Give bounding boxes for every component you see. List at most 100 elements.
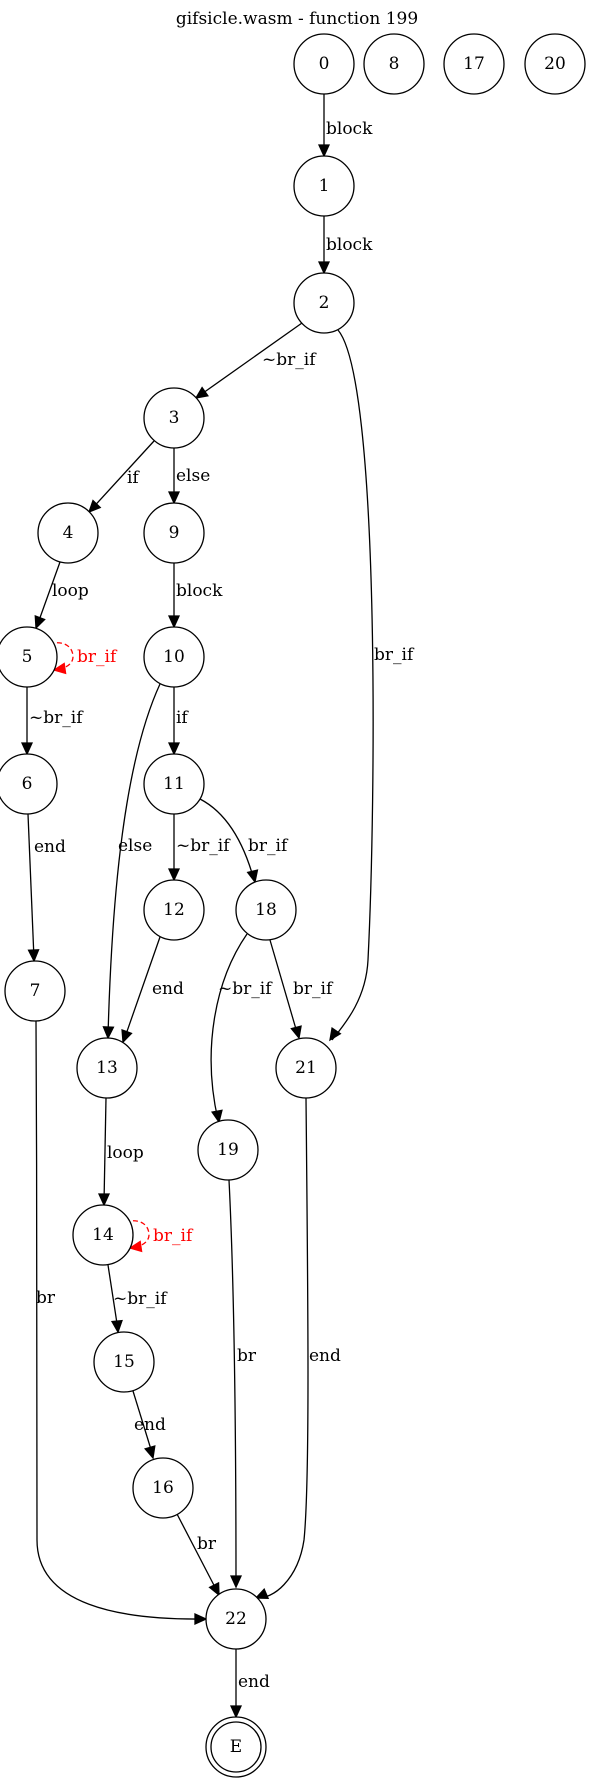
edge-12-13: end — [121, 936, 184, 1044]
node-circle — [93, 1331, 155, 1393]
node-circle — [363, 33, 425, 95]
node-label: 20 — [544, 54, 566, 74]
edge-line — [228, 1179, 237, 1586]
edge-line — [195, 322, 303, 399]
arrow-head-icon — [290, 1025, 302, 1040]
node-circle — [132, 1457, 194, 1519]
node-circle — [293, 272, 355, 334]
edge-6-7: end — [27, 813, 66, 963]
edge-label: block — [326, 119, 373, 139]
node-label: 4 — [63, 523, 74, 543]
node-10: 10 — [143, 626, 205, 688]
node-circle — [4, 960, 66, 1022]
edge-label: end — [34, 837, 66, 857]
node-label: 9 — [169, 523, 180, 543]
edge-label: if — [127, 468, 140, 488]
edge-line — [36, 561, 61, 627]
node-19: 19 — [197, 1119, 259, 1181]
edge-22-E: end — [229, 1649, 270, 1719]
arrow-head-icon — [20, 742, 34, 756]
node-circle — [143, 626, 205, 688]
arrow-head-icon — [167, 615, 181, 629]
edge-label: block — [176, 581, 223, 601]
edge-line — [107, 683, 161, 1037]
node-9: 9 — [143, 502, 205, 564]
arrow-head-icon — [211, 1109, 223, 1124]
node-circle — [143, 879, 205, 941]
edge-line — [331, 329, 374, 1041]
node-5: 5 — [0, 626, 58, 688]
arrow-head-icon — [229, 1575, 243, 1589]
edge-label: br_if — [374, 645, 415, 665]
node-22: 22 — [205, 1588, 267, 1650]
edge-label: br — [237, 1346, 257, 1366]
node-13: 13 — [76, 1037, 138, 1099]
arrow-head-icon — [97, 1193, 111, 1207]
node-label: 6 — [22, 774, 33, 794]
node-21: 21 — [275, 1037, 337, 1099]
node-1: 1 — [293, 155, 355, 217]
node-circle — [76, 1037, 138, 1099]
node-circle — [293, 33, 355, 95]
node-label: 14 — [92, 1225, 114, 1245]
graph-title: gifsicle.wasm - function 199 — [176, 9, 418, 29]
node-3: 3 — [143, 387, 205, 449]
edge-label: loop — [52, 581, 89, 601]
node-label: 1 — [319, 176, 330, 196]
node-circle — [235, 879, 297, 941]
node-15: 15 — [93, 1331, 155, 1393]
edge-line — [35, 1020, 205, 1620]
arrow-head-icon — [194, 386, 209, 399]
edge-18-19: ~br_if — [210, 933, 273, 1124]
edge-label: br_if — [153, 1226, 194, 1246]
arrow-head-icon — [87, 499, 102, 514]
edge-2-3: ~br_if — [194, 322, 317, 399]
node-2: 2 — [293, 272, 355, 334]
edge-21-22: end — [254, 1097, 341, 1600]
edge-0-1: block — [317, 94, 373, 158]
node-6: 6 — [0, 753, 58, 815]
edge-line — [257, 1097, 309, 1598]
edge-line — [103, 1097, 107, 1204]
edge-line — [210, 933, 248, 1121]
arrow-head-icon — [254, 1587, 270, 1600]
edge-label: ~br_if — [113, 1289, 168, 1309]
edge-18-21: br_if — [269, 939, 334, 1040]
edge-label: loop — [107, 1143, 144, 1163]
edge-5-5: br_if — [48, 642, 118, 675]
node-label: 12 — [163, 900, 185, 920]
edge-line — [176, 1513, 219, 1594]
node-circle — [0, 753, 58, 815]
edge-1-2: block — [317, 216, 373, 275]
edge-label: ~br_if — [218, 979, 273, 999]
edge-line — [269, 939, 299, 1037]
arrow-head-icon — [52, 662, 67, 675]
arrow-head-icon — [121, 1028, 133, 1044]
exit-node-inner-circle — [210, 1721, 262, 1773]
arrow-head-icon — [27, 949, 40, 963]
arrow-head-icon — [208, 1581, 220, 1597]
arrow-head-icon — [329, 1026, 342, 1042]
edge-9-10: block — [167, 563, 223, 629]
node-label: 2 — [319, 293, 330, 313]
edge-15-16: end — [132, 1390, 166, 1460]
edge-line — [123, 936, 161, 1041]
edge-label: else — [176, 466, 210, 486]
edge-16-22: br — [176, 1513, 220, 1597]
node-circle — [37, 502, 99, 564]
node-label: 5 — [22, 647, 33, 667]
arrow-head-icon — [317, 144, 331, 158]
node-label: 15 — [113, 1352, 135, 1372]
edge-10-13: else — [102, 683, 161, 1040]
edge-label: else — [118, 836, 152, 856]
edge-2-21: br_if — [329, 329, 415, 1042]
edge-line — [88, 440, 155, 513]
edge-19-22: br — [228, 1179, 257, 1589]
node-11: 11 — [143, 753, 205, 815]
edge-line — [132, 1390, 154, 1457]
node-label: 11 — [163, 774, 185, 794]
node-17: 17 — [443, 33, 505, 95]
edge-label: end — [152, 979, 184, 999]
